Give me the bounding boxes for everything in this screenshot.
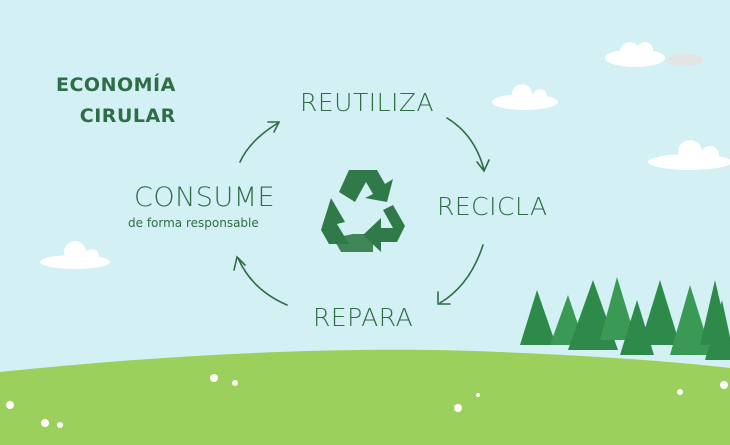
title-line-2: CIRULAR [79, 105, 176, 127]
stage-repara: REPARA [313, 303, 414, 332]
cloud [40, 241, 110, 269]
stage-consume: CONSUME [134, 182, 276, 213]
forest [520, 277, 730, 360]
cloud [605, 42, 703, 67]
title-line-1: ECONOMÍA [56, 74, 176, 96]
arrow-recicla-to-repara [437, 244, 484, 305]
clouds [40, 42, 730, 269]
cycle-arrows [233, 117, 490, 306]
flowers [6, 374, 728, 428]
arrow-repara-to-consume [233, 255, 288, 306]
cloud [492, 84, 558, 110]
stage-reutiliza: REUTILIZA [300, 88, 435, 117]
grass-hill [0, 349, 730, 445]
arrow-reutiliza-to-recicla [446, 117, 490, 173]
cloud [648, 140, 730, 170]
arrow-consume-to-reutiliza [239, 121, 281, 163]
recycle-icon [321, 170, 405, 252]
stage-recicla: RECICLA [437, 192, 548, 221]
stage-consume-subtitle: de forma responsable [128, 216, 259, 230]
page-title: ECONOMÍA CIRULAR [56, 70, 176, 132]
